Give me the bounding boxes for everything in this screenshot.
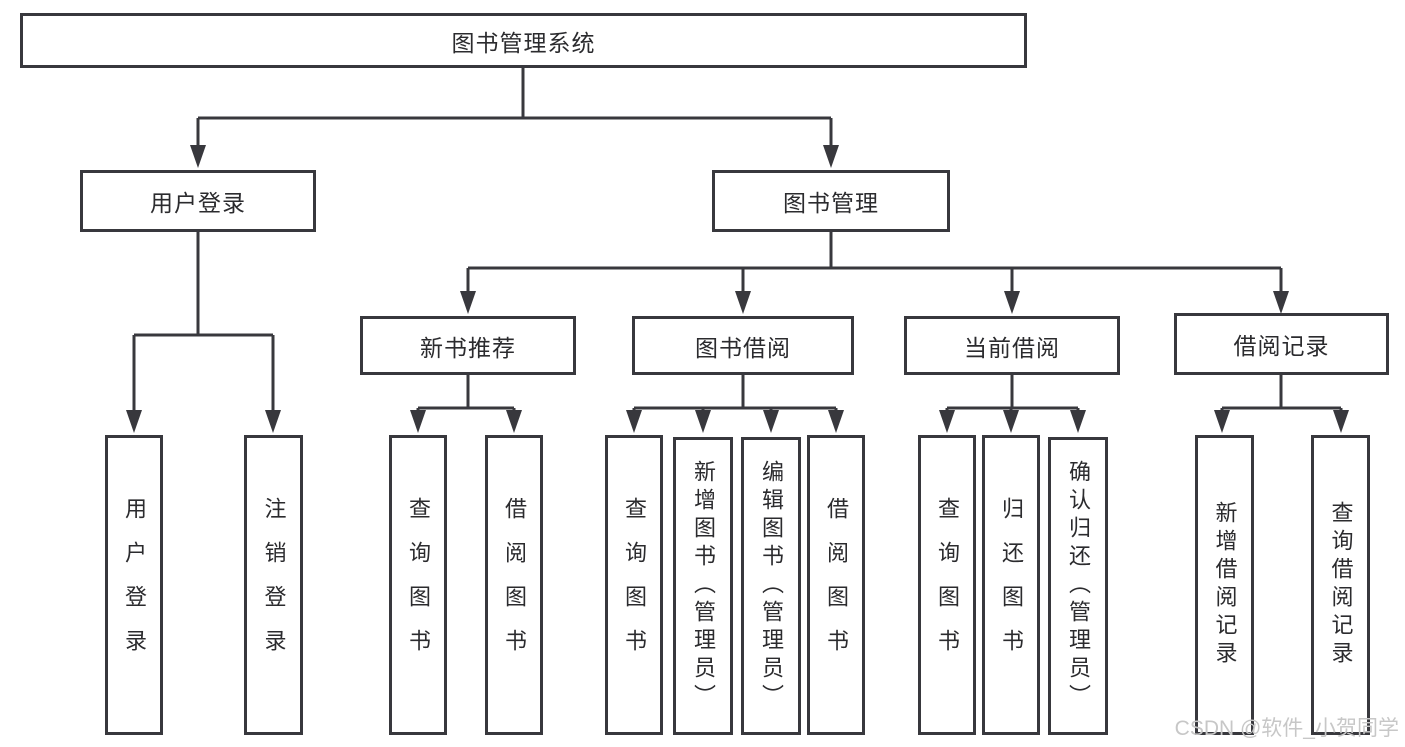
node-query-books-recommend: 查询图书 [389, 435, 447, 735]
node-user-login-branch: 用户登录 [80, 170, 316, 232]
node-borrow-books-borrowing-label: 借阅图书 [824, 497, 849, 673]
node-book-borrowing: 图书借阅 [632, 316, 854, 375]
node-add-borrow-record: 新增借阅记录 [1195, 435, 1254, 735]
node-query-books-current-label: 查询图书 [935, 497, 960, 673]
node-return-books-label: 归还图书 [999, 497, 1024, 673]
node-book-borrowing-label: 图书借阅 [695, 334, 791, 361]
node-logout-leaf: 注销登录 [244, 435, 303, 735]
node-root-label: 图书管理系统 [451, 29, 596, 56]
csdn-watermark: CSDN @软件_小贺同学 [1174, 717, 1399, 740]
node-user-login-leaf: 用户登录 [105, 435, 163, 735]
node-add-borrow-record-label: 新增借阅记录 [1212, 501, 1238, 669]
node-current-borrowing-label: 当前借阅 [964, 334, 1060, 361]
node-query-books-recommend-label: 查询图书 [406, 497, 431, 673]
node-query-borrow-record: 查询借阅记录 [1311, 435, 1370, 735]
node-borrowing-records: 借阅记录 [1174, 313, 1389, 375]
node-return-books: 归还图书 [982, 435, 1040, 735]
node-new-book-recommendation-label: 新书推荐 [420, 334, 516, 361]
node-book-management-branch: 图书管理 [712, 170, 950, 232]
node-root: 图书管理系统 [20, 13, 1027, 68]
node-confirm-return-admin: 确认归还（管理员） [1048, 437, 1108, 735]
node-query-books-borrowing-label: 查询图书 [622, 497, 647, 673]
node-borrow-books-recommend-label: 借阅图书 [502, 497, 527, 673]
node-new-book-recommendation: 新书推荐 [360, 316, 576, 375]
node-query-books-current: 查询图书 [918, 435, 976, 735]
node-edit-books-admin-label: 编辑图书（管理员） [759, 460, 784, 712]
node-user-login-leaf-label: 用户登录 [122, 497, 147, 673]
node-borrow-books-recommend: 借阅图书 [485, 435, 543, 735]
node-logout-leaf-label: 注销登录 [261, 497, 287, 673]
node-book-management-branch-label: 图书管理 [783, 190, 879, 216]
node-borrow-books-borrowing: 借阅图书 [807, 435, 865, 735]
node-edit-books-admin: 编辑图书（管理员） [741, 437, 801, 735]
node-add-books-admin-label: 新增图书（管理员） [691, 460, 716, 712]
node-query-borrow-record-label: 查询借阅记录 [1328, 501, 1354, 669]
node-add-books-admin: 新增图书（管理员） [673, 437, 733, 735]
node-current-borrowing: 当前借阅 [904, 316, 1120, 375]
node-confirm-return-admin-label: 确认归还（管理员） [1066, 460, 1091, 712]
node-user-login-branch-label: 用户登录 [150, 190, 246, 216]
node-query-books-borrowing: 查询图书 [605, 435, 663, 735]
node-borrowing-records-label: 借阅记录 [1233, 333, 1330, 359]
